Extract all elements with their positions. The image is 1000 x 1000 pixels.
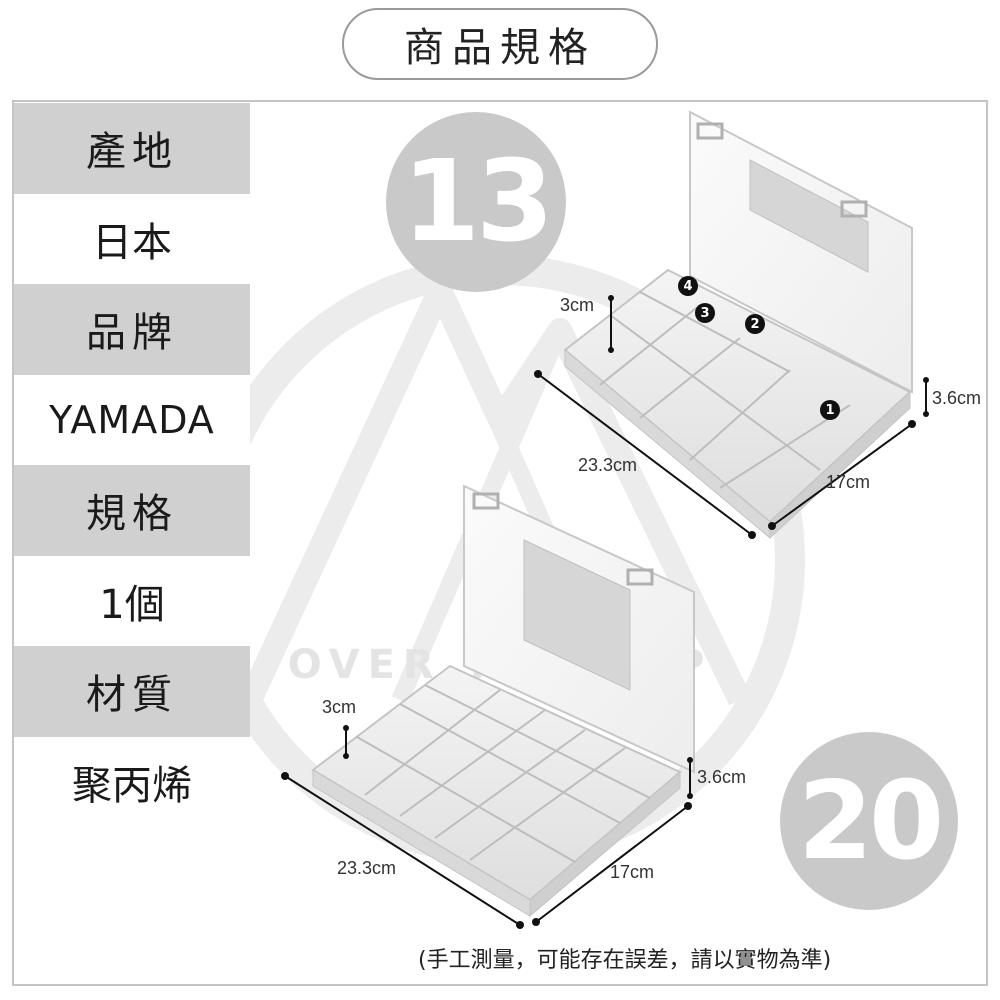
spec-value-material: 聚丙烯 — [14, 736, 250, 827]
spec-label-material: 材質 — [14, 646, 250, 737]
spec-label-origin: 產地 — [14, 103, 250, 194]
product-13-length-label: 23.3cm — [578, 455, 638, 475]
product-20-box — [281, 484, 695, 929]
product-13-box — [534, 110, 929, 540]
content-frame — [12, 100, 988, 986]
product-20-number: 20 — [780, 732, 958, 910]
product-20-height-label: 3.6cm — [697, 767, 747, 787]
product-20-depth-label: 3cm — [322, 697, 357, 717]
spec-table: 產地 日本 品牌 YAMADA 規格 1個 材質 聚丙烯 — [14, 103, 250, 827]
spec-value-brand: YAMADA — [14, 374, 250, 465]
compartment-badge-4: 4 — [678, 276, 698, 296]
page-title: 商品規格 — [342, 8, 658, 80]
spec-label-size: 規格 — [14, 465, 250, 556]
spec-value-size: 1個 — [14, 555, 250, 646]
product-13-depth-label: 3cm — [560, 295, 595, 315]
spec-value-origin: 日本 — [14, 193, 250, 284]
product-13-number: 13 — [386, 112, 566, 292]
spec-label-brand: 品牌 — [14, 284, 250, 375]
compartment-badge-3: 3 — [695, 303, 715, 323]
compartment-badge-1: 1 — [820, 400, 840, 420]
product-20-width-label: 17cm — [610, 862, 655, 882]
product-13-width-label: 17cm — [826, 472, 871, 492]
measurement-footnote: (手工測量，可能存在誤差，請以實物為準) — [418, 948, 832, 973]
product-13-height-label: 3.6cm — [932, 388, 982, 408]
compartment-badge-2: 2 — [745, 314, 765, 334]
product-20-length-label: 23.3cm — [337, 858, 397, 878]
